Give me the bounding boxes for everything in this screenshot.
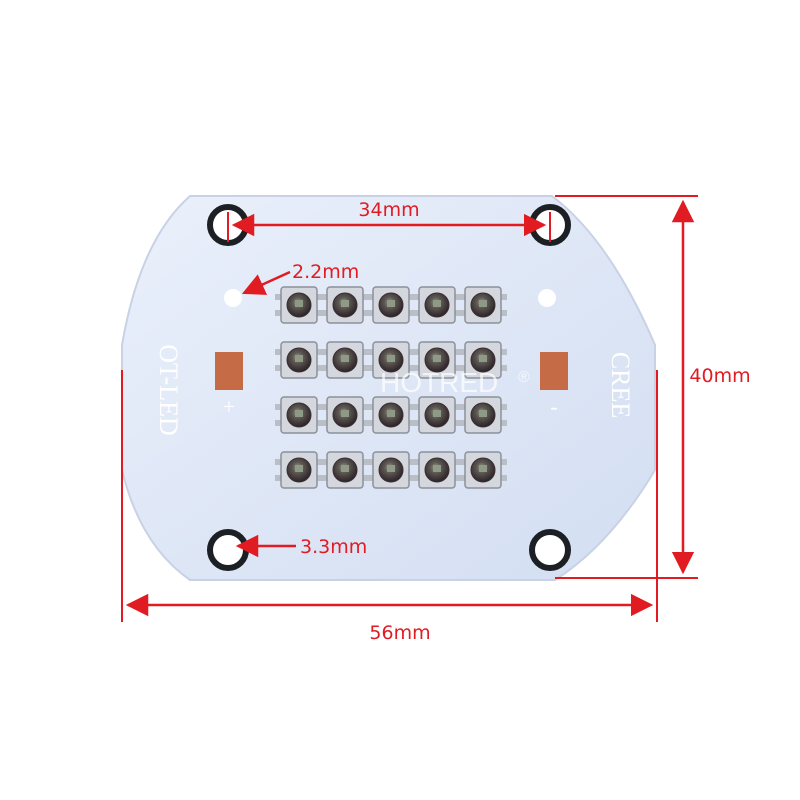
led-chip: [367, 286, 415, 324]
led-chip: [321, 396, 369, 434]
mount-holes: [207, 204, 571, 571]
dimension-top-label: 34mm: [358, 199, 419, 221]
pad-positive: [215, 352, 243, 390]
led-chip: [459, 396, 507, 434]
plus-label: +: [223, 394, 235, 419]
led-chip: [275, 396, 323, 434]
callout-mount-hole-label: 3.3mm: [300, 536, 367, 558]
dimension-bottom: 56mm: [121, 370, 658, 644]
watermark-text: HOTRED: [380, 367, 498, 398]
mount-hole-bottom-right: [529, 529, 571, 571]
silkscreen-right-label: CREE: [606, 352, 635, 418]
led-chip: [413, 341, 461, 379]
led-chip: [275, 451, 323, 489]
callout-small-hole: 2.2mm: [241, 261, 359, 295]
led-chip: [413, 451, 461, 489]
led-chip: [367, 451, 415, 489]
dimension-top: 34mm: [227, 199, 551, 242]
dimension-side-label: 40mm: [689, 365, 750, 387]
led-chip: [459, 451, 507, 489]
watermark-registered: ®: [518, 369, 530, 386]
small-hole-right: [538, 289, 556, 307]
dimension-bottom-label: 56mm: [369, 622, 430, 644]
led-chip: [321, 341, 369, 379]
led-chip: [459, 341, 507, 379]
dimension-side: 40mm: [555, 195, 751, 579]
silkscreen-left-label: OT-LED: [154, 344, 183, 435]
led-chip: [459, 286, 507, 324]
minus-label: -: [550, 394, 557, 419]
callout-mount-hole: 3.3mm: [235, 534, 367, 558]
small-hole-left: [224, 289, 242, 307]
led-chip: [413, 396, 461, 434]
led-chip: [413, 286, 461, 324]
led-chip: [367, 396, 415, 434]
pad-negative: [540, 352, 568, 390]
led-chip: [275, 341, 323, 379]
callout-small-hole-label: 2.2mm: [292, 261, 359, 283]
led-grid: [275, 286, 507, 489]
led-chip: [367, 341, 415, 379]
led-chip: [321, 286, 369, 324]
mount-hole-bottom-left: [207, 529, 249, 571]
led-chip: [321, 451, 369, 489]
led-chip: [275, 286, 323, 324]
